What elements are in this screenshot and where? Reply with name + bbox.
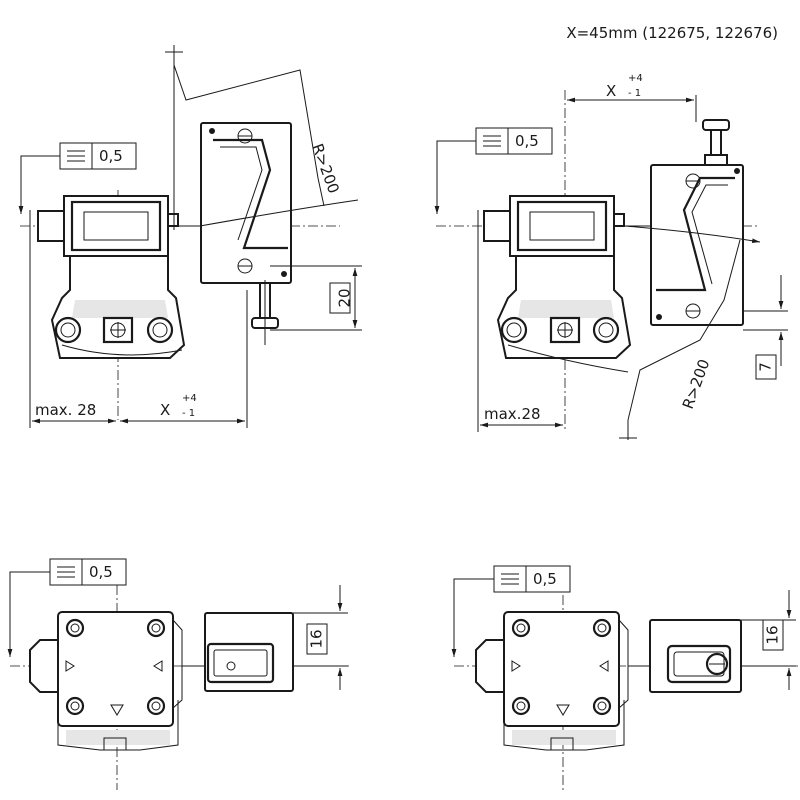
view-top-left: 0,5 — [18, 45, 362, 428]
tol-minus-1: - 1 — [182, 408, 195, 419]
note-x-value: X=45mm (122675, 122676) — [566, 24, 778, 42]
radius-label-2: R>200 — [679, 357, 714, 412]
tol-plus-2: +4 — [628, 73, 643, 84]
view-bottom-left: 0,5 16 — [7, 558, 350, 790]
radius-label-1: R>200 — [308, 141, 343, 196]
flatness-icon — [483, 135, 501, 147]
flatness-frame-1: 0,5 — [18, 142, 137, 214]
flatness-icon — [67, 150, 85, 162]
flatness-icon — [57, 566, 75, 578]
tol-minus-2: - 1 — [628, 88, 641, 99]
mounting-screws-3 — [65, 618, 166, 716]
dim-max28-2: max.28 — [484, 405, 541, 423]
flatness-value: 0,5 — [515, 132, 539, 150]
flatness-icon — [501, 573, 519, 585]
mounting-screws-4 — [511, 618, 612, 716]
flatness-value: 0,5 — [89, 563, 113, 581]
dim-20: 20 — [336, 288, 354, 307]
view-bottom-right: 0,5 16 — [451, 565, 798, 790]
dim-max28-1: max. 28 — [35, 401, 96, 419]
tol-plus-1: +4 — [182, 393, 197, 404]
flatness-frame-4: 0,5 — [451, 565, 571, 657]
dim-16-1: 16 — [308, 629, 326, 648]
flatness-frame-2: 0,5 — [434, 127, 553, 214]
dim-x-2: X — [606, 82, 616, 100]
dim-x-1: X — [160, 401, 170, 419]
flatness-value: 0,5 — [533, 570, 557, 588]
dim-16-2: 16 — [764, 625, 782, 644]
view-top-right: 0,5 X +4 - 1 — [434, 73, 788, 440]
flatness-value: 0,5 — [99, 147, 123, 165]
dim-7: 7 — [757, 362, 775, 372]
flatness-frame-3: 0,5 — [7, 558, 127, 657]
